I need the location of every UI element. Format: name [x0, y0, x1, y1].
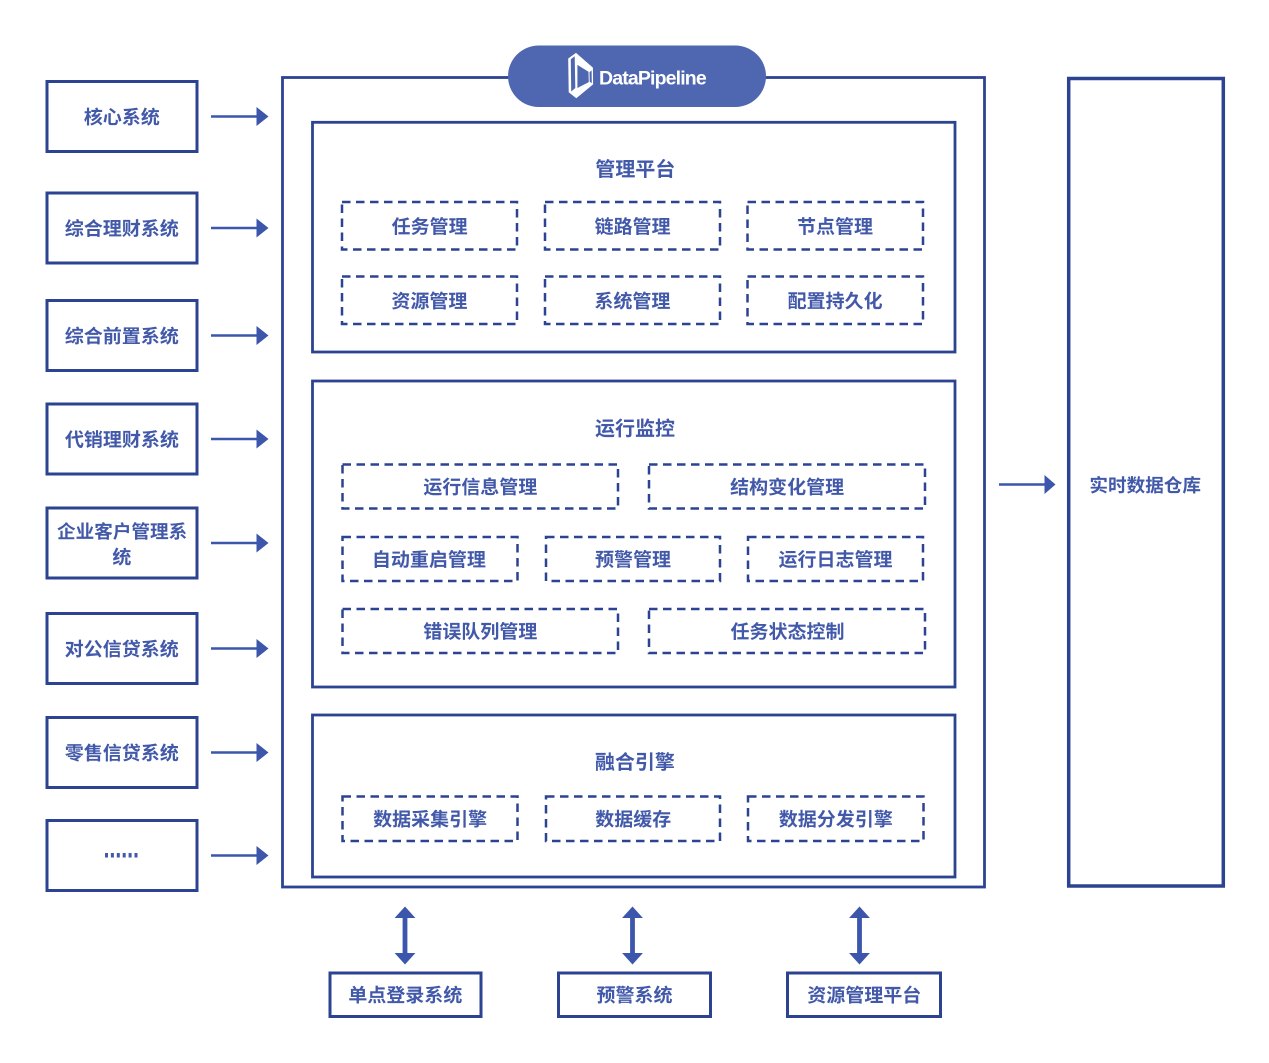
svg-text:DataPipeline: DataPipeline — [599, 67, 707, 89]
